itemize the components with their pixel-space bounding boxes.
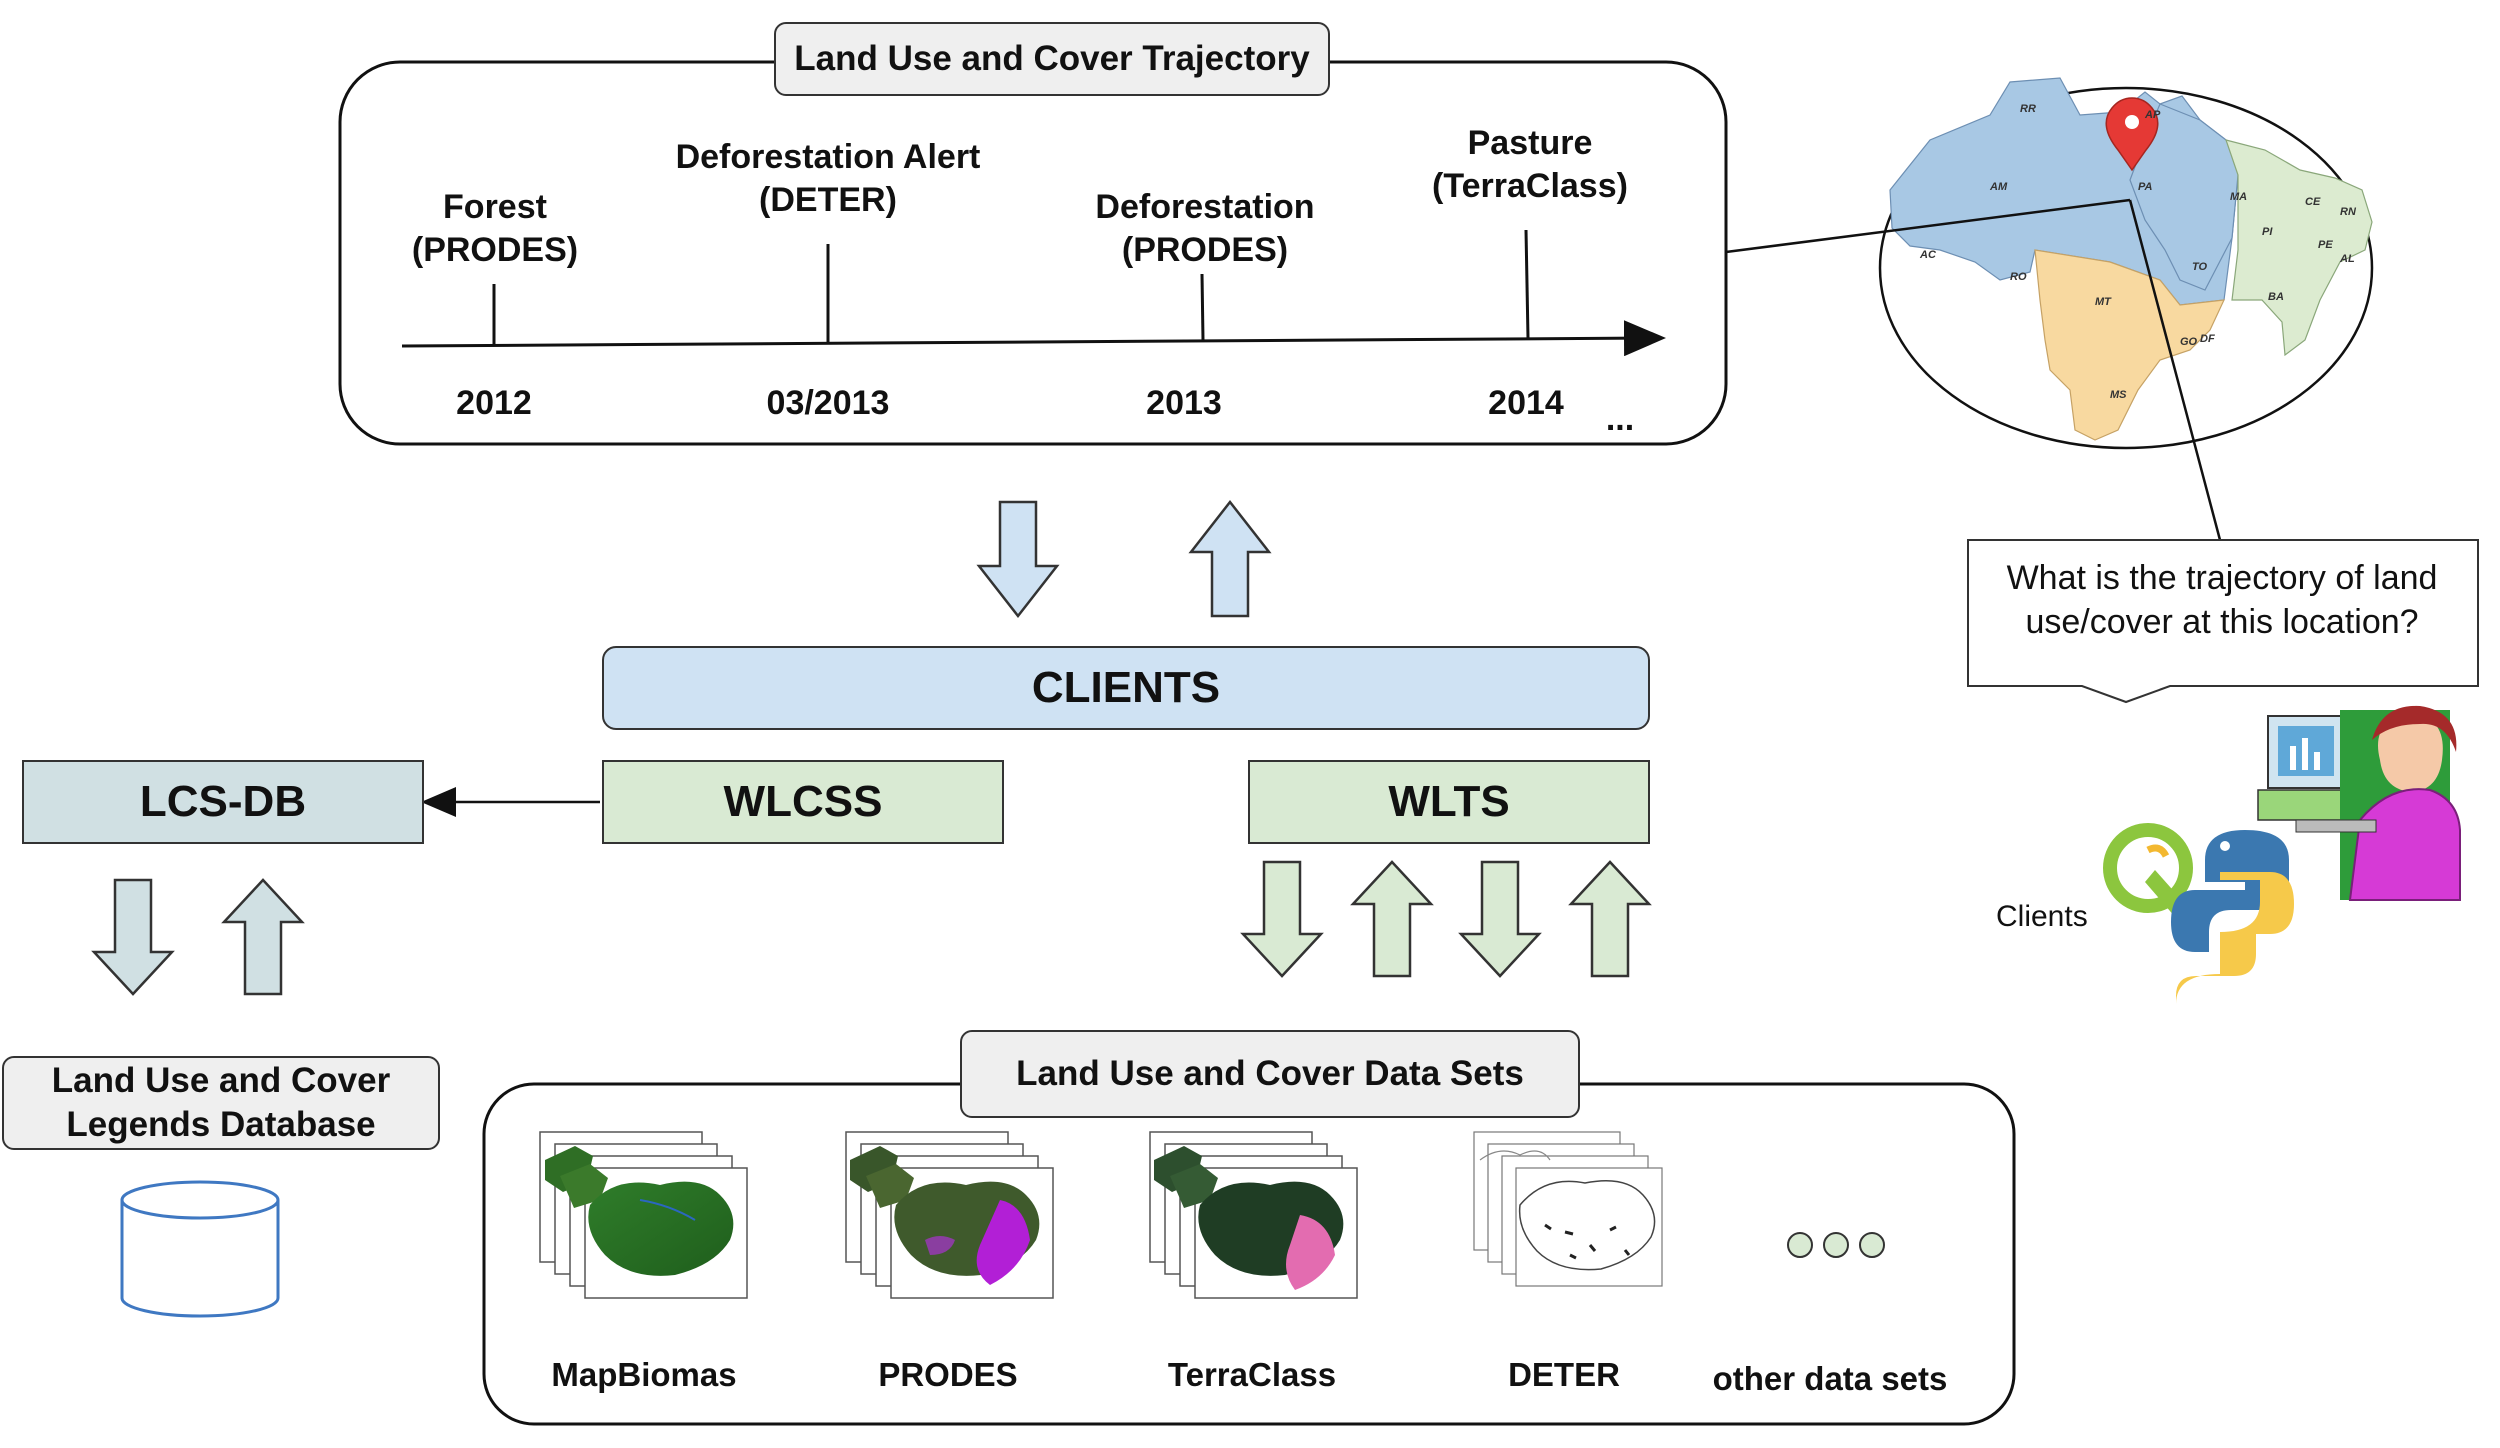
timeline-date: 2012	[456, 384, 532, 422]
event-label-line: (DETER)	[759, 180, 897, 219]
timeline-event-label: Pasture (TerraClass)	[1400, 122, 1660, 207]
wlcss-box: WLCSS	[602, 760, 1004, 844]
prodes-thumbnail-icon	[845, 1131, 1054, 1299]
state-label: DF	[2200, 333, 2215, 345]
dataset-label-deter: DETER	[1508, 1356, 1620, 1393]
timeline-ellipsis: ...	[1605, 400, 1635, 438]
map-connector-line	[1725, 198, 2131, 254]
state-label: PI	[2262, 226, 2273, 238]
more-dot-icon	[1823, 1232, 1849, 1258]
dataset-label-terraclass: TerraClass	[1167, 1356, 1337, 1393]
event-label-line: (PRODES)	[411, 230, 579, 269]
trajectory-title: Land Use and Cover Trajectory	[774, 22, 1330, 96]
legends-database-box: Land Use and Cover Legends Database	[2, 1056, 440, 1150]
python-logo-icon	[2171, 830, 2294, 1004]
state-label: MT	[2095, 296, 2112, 308]
question-line: use/cover at this location?	[2025, 603, 2419, 642]
arrow-down-to-clients	[976, 500, 1060, 619]
arrow-down-wlts-2	[1458, 860, 1542, 978]
timeline-event-label: Deforestation Alert (DETER)	[658, 136, 998, 221]
timeline-date: 03/2013	[766, 384, 890, 422]
timeline-event-label: Forest (PRODES)	[370, 186, 620, 271]
arrow-up-from-clients	[1188, 499, 1272, 618]
arrow-up-lcsdb	[221, 878, 305, 996]
terraclass-thumbnail-icon	[1149, 1131, 1358, 1299]
clients-bar: CLIENTS	[602, 646, 1650, 730]
datasets-title: Land Use and Cover Data Sets	[960, 1030, 1580, 1118]
question-line: What is the trajectory of land	[2006, 559, 2438, 597]
lcsdb-box: LCS-DB	[22, 760, 424, 844]
state-label: AC	[1919, 249, 1937, 261]
dataset-label-other: other data sets	[1712, 1360, 1948, 1397]
wlts-box: WLTS	[1248, 760, 1650, 844]
brazil-map-icon: RR AP AM PA MA CE RN PI PE AL AC RO TO B…	[1878, 77, 2374, 450]
state-label: RR	[2020, 103, 2036, 115]
state-label: RN	[2340, 206, 2357, 218]
timeline-date: 2013	[1146, 384, 1222, 422]
state-label: AL	[2339, 253, 2355, 265]
event-label-line: Pasture	[1467, 124, 1593, 162]
timeline-date: 2014	[1488, 384, 1564, 422]
dataset-label-prodes: PRODES	[878, 1356, 1018, 1393]
timeline-axis	[401, 320, 1666, 357]
state-label: PE	[2318, 239, 2333, 251]
event-label-line: Deforestation	[1095, 188, 1315, 226]
more-dot-icon	[1787, 1232, 1813, 1258]
state-label: GO	[2180, 336, 2198, 348]
event-label-line: Forest	[443, 188, 547, 226]
clients-caption: Clients	[1996, 900, 2088, 933]
state-label: RO	[2010, 271, 2027, 283]
more-dot-icon	[1859, 1232, 1885, 1258]
mapbiomas-thumbnail-icon	[539, 1131, 748, 1299]
dataset-label-mapbiomas: MapBiomas	[551, 1356, 737, 1393]
arrow-down-lcsdb	[91, 878, 175, 996]
state-label: MS	[2110, 389, 2127, 401]
arrow-up-wlts-1	[1350, 860, 1434, 978]
event-label-line: (TerraClass)	[1432, 166, 1628, 205]
state-label: TO	[2192, 261, 2208, 273]
state-label: MA	[2230, 191, 2247, 203]
database-cylinder-icon	[120, 1180, 280, 1318]
state-label: PA	[2138, 181, 2153, 193]
question-bubble	[1967, 539, 2479, 704]
event-label-line: (PRODES)	[1121, 230, 1289, 269]
arrow-up-wlts-2	[1568, 860, 1652, 978]
timeline-tick	[1524, 229, 1530, 339]
state-label: AM	[1989, 181, 2008, 193]
event-label-line: Deforestation Alert	[675, 138, 981, 176]
question-connector-line	[2128, 199, 2222, 541]
person-computer-icon	[2257, 705, 2461, 901]
legends-db-line: Legends Database	[66, 1105, 376, 1144]
state-label: CE	[2305, 196, 2321, 208]
state-label: AP	[2144, 109, 2161, 121]
timeline-tick	[1200, 273, 1205, 341]
deter-thumbnail-icon	[1473, 1131, 1663, 1287]
timeline-event-label: Deforestation (PRODES)	[1070, 186, 1340, 271]
legends-db-line: Land Use and Cover	[51, 1061, 391, 1101]
arrow-down-wlts-1	[1240, 860, 1324, 978]
state-label: BA	[2268, 291, 2284, 303]
question-text: What is the trajectory of land use/cover…	[1972, 556, 2472, 644]
